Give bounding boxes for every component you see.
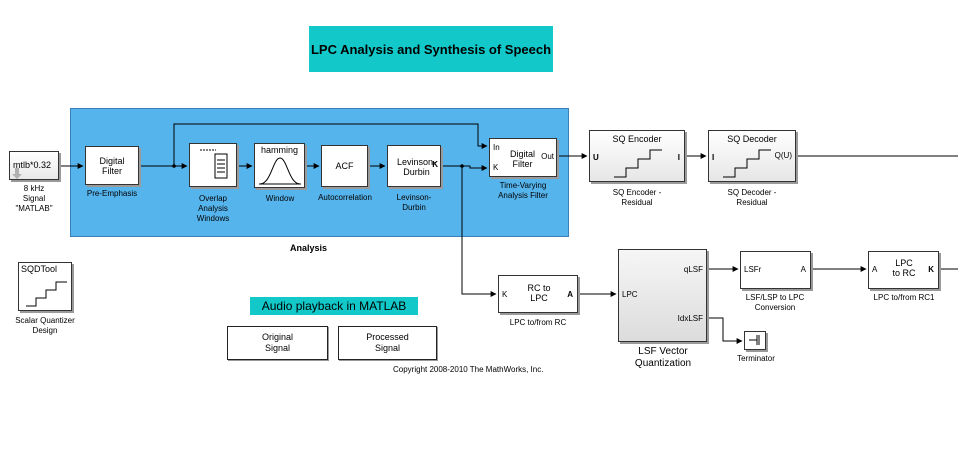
sq-decoder-label: SQ Decoder xyxy=(727,134,777,144)
model-title: LPC Analysis and Synthesis of Speech xyxy=(309,26,553,72)
lsf-to-lpc-lsfr-port: LSFr xyxy=(744,265,762,274)
sq-encoder-i-port: I xyxy=(677,153,680,162)
copyright-text: Copyright 2008-2010 The MathWorks, Inc. xyxy=(393,365,544,374)
tv-filter-out-port: Out xyxy=(541,152,554,161)
terminator-icon xyxy=(749,335,760,345)
lsf-to-lpc-block[interactable]: LSFr A xyxy=(740,251,811,289)
rc-to-lpc-k-port: K xyxy=(502,290,508,299)
buffer-icon xyxy=(200,149,228,179)
tv-filter-in-port: In xyxy=(493,143,500,152)
sq-decoder-caption: SQ Decoder -Residual xyxy=(727,188,777,207)
overlap-analysis-windows-block[interactable] xyxy=(189,143,237,187)
audio-playback-heading: Audio playback in MATLAB xyxy=(250,297,418,315)
window-caption: Window xyxy=(265,194,295,203)
signal-source-block[interactable]: mtlb*0.32 xyxy=(9,151,59,180)
lpc-to-rc-caption: LPC to/from RC1 xyxy=(873,293,935,302)
levinson-durbin-block[interactable]: Levinson-Durbin K xyxy=(387,145,441,187)
autocorrelation-block[interactable]: ACF xyxy=(321,145,368,187)
rc-to-lpc-caption: LPC to/from RC xyxy=(509,318,567,327)
lpc-to-rc-k-port: K xyxy=(928,265,934,274)
terminator-caption: Terminator xyxy=(737,354,775,363)
bell-curve-icon xyxy=(259,157,301,185)
sqdtool-block[interactable]: SQDTool xyxy=(18,262,72,311)
lpc-to-rc-a-port: A xyxy=(872,265,878,274)
sq-decoder-i-port: I xyxy=(712,153,715,162)
lsf-vq-qlsf-port: qLSF xyxy=(683,265,703,274)
sq-encoder-caption: SQ Encoder -Residual xyxy=(612,188,662,207)
levinson-k-port: K xyxy=(432,160,438,169)
sq-decoder-q-port: Q(U) xyxy=(774,151,792,160)
source-label: mtlb*0.32 xyxy=(13,160,52,170)
lsf-to-lpc-a-port: A xyxy=(800,265,806,274)
staircase-icon xyxy=(723,149,771,178)
pre-emphasis-caption: Pre-Emphasis xyxy=(86,189,138,198)
levinson-durbin-caption: Levinson-Durbin xyxy=(396,193,432,212)
analysis-label: Analysis xyxy=(290,243,328,253)
sq-encoder-label: SQ Encoder xyxy=(612,134,662,144)
autocorrelation-caption: Autocorrelation xyxy=(318,193,372,202)
tv-filter-k-port: K xyxy=(493,163,499,172)
sq-decoder-block[interactable]: SQ Decoder I Q(U) xyxy=(708,130,796,182)
staircase-icon xyxy=(614,149,662,178)
window-function-label: hamming xyxy=(261,145,299,155)
lsf-vq-lpc-port: LPC xyxy=(622,290,638,299)
sq-encoder-block[interactable]: SQ Encoder U I xyxy=(589,130,685,182)
lsf-vector-quantization-block[interactable]: LPC qLSF IdxLSF xyxy=(618,249,707,342)
sqdtool-label: SQDTool xyxy=(21,264,58,274)
levinson-durbin-label: Levinson-Durbin xyxy=(397,157,437,177)
rc-to-lpc-a-port: A xyxy=(567,290,573,299)
sq-encoder-u-port: U xyxy=(593,153,599,162)
analysis-subsystem[interactable] xyxy=(70,108,569,237)
window-block[interactable]: hamming xyxy=(254,143,305,188)
staircase-icon xyxy=(26,281,67,307)
download-arrow-icon xyxy=(12,168,22,179)
lsf-vq-idxlsf-port: IdxLSF xyxy=(677,314,703,323)
terminator-block[interactable] xyxy=(744,331,766,350)
